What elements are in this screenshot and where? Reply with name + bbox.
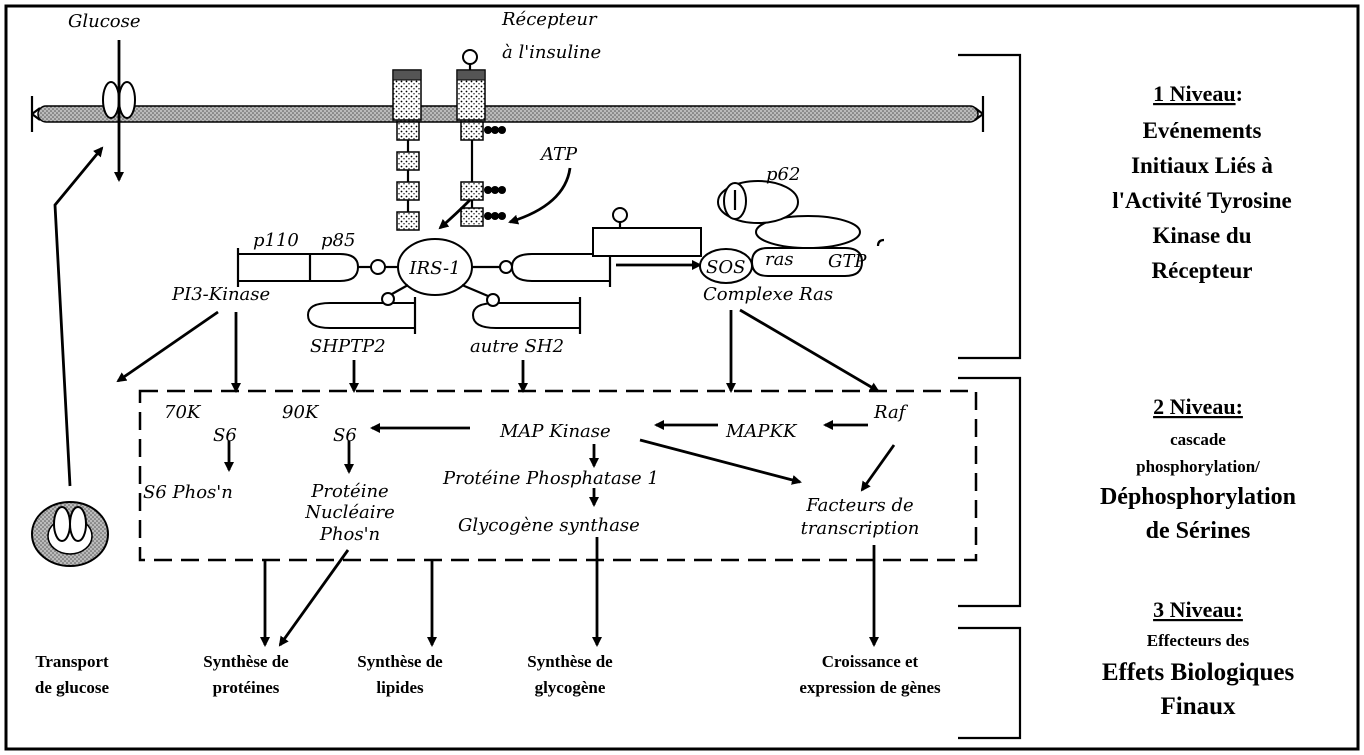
ras-label: ras [765,249,794,270]
bracket-level-1 [958,55,1020,358]
p110-label: p110 [253,230,299,251]
level2-title: 2 Niveau: [1153,394,1243,419]
p85-label: p85 [321,230,355,251]
level3-line3: Finaux [1160,693,1236,720]
insulin-receptor [393,50,506,230]
to-syn-prot-arrow-b [280,550,348,645]
grb2-adaptor [472,248,610,287]
map-kinase-label: MAP Kinase [499,421,611,442]
level2-line4: de Sérines [1146,518,1251,544]
level2-line2: phosphorylation/ [1136,457,1260,476]
glucose-label: Glucose [68,11,141,32]
90k-label: 90K [282,402,320,423]
pi3-kinase-label: PI3-Kinase [171,284,270,305]
level2-line1: cascade [1170,430,1226,449]
s6-phos-label: S6 Phos'n [143,482,233,503]
p62-label: p62 [766,164,800,185]
autre-sh2 [462,285,580,334]
level1-title-colon: : [1236,81,1243,106]
level3-line1: Effecteurs des [1147,631,1250,650]
pi3-kinase [238,248,398,287]
prot-nuc-line2: Nucléaire [304,502,395,523]
mapk-to-facteurs-arrow [640,440,800,482]
receptor-label-line1: Récepteur [501,9,598,30]
pp1-label: Protéine Phosphatase 1 [442,468,659,489]
atp-arrow [510,168,570,222]
ras-to-raf-arrow [740,310,878,391]
facteurs-line1: Facteurs de [805,495,913,516]
level1-line4: Kinase du [1152,223,1251,248]
level1-title-text: 1 Niveau [1153,81,1236,106]
level3-line2: Effets Biologiques [1102,659,1295,686]
prot-nuc-line1: Protéine [310,481,388,502]
croiss-line2: expression de gènes [799,678,941,697]
complexe-ras-label: Complexe Ras [703,284,833,305]
mapkk-label: MAPKK [725,421,798,442]
syn-lip-line2: lipides [376,678,424,697]
shptp2-label: SHPTP2 [310,336,386,357]
s6-label-a: S6 [213,425,237,446]
shptp2 [308,285,415,334]
bracket-level-2 [958,378,1020,606]
autre-sh2-label: autre SH2 [470,336,564,357]
irs1-label: IRS-1 [408,258,460,279]
transport-line1: Transport [35,652,109,671]
syn-gly-line1: Synthèse de [527,652,613,671]
receptor-label-line2: à l'insuline [502,42,601,63]
syn-prot-line2: protéines [213,678,280,697]
croiss-line1: Croissance et [822,652,919,671]
glyco-synth-label: Glycogène synthase [458,515,640,536]
level1-line3: l'Activité Tyrosine [1112,188,1292,213]
level1-line2: Initiaux Liés à [1131,153,1273,178]
atp-label: ATP [539,144,578,165]
bracket-level-3 [958,628,1020,738]
vesicle-translocation-arrow [55,148,102,486]
gtp-label: GTP [828,251,867,272]
raf-to-facteurs-arrow [862,445,894,490]
level2-line3: Déphosphorylation [1100,484,1296,510]
facteurs-line2: transcription [801,518,920,539]
level3-title: 3 Niveau: [1153,597,1243,622]
syn-gly-line2: glycogène [535,678,606,697]
s6-label-b: S6 [333,425,357,446]
70k-label: 70K [164,402,202,423]
pi3k-to-transport-arrow [118,312,218,381]
plasma-membrane [32,96,983,132]
prot-nuc-line3: Phos'n [319,524,380,545]
level1-line1: Evénements [1143,118,1262,143]
level1-title: 1 Niveau: [1153,81,1243,106]
level1-line5: Récepteur [1152,258,1253,283]
raf-label: Raf [873,402,909,423]
transport-line2: de glucose [35,678,110,697]
sos-label: SOS [706,257,745,278]
syn-prot-line1: Synthèse de [203,652,289,671]
syn-lip-line1: Synthèse de [357,652,443,671]
glut-vesicle [32,502,108,566]
